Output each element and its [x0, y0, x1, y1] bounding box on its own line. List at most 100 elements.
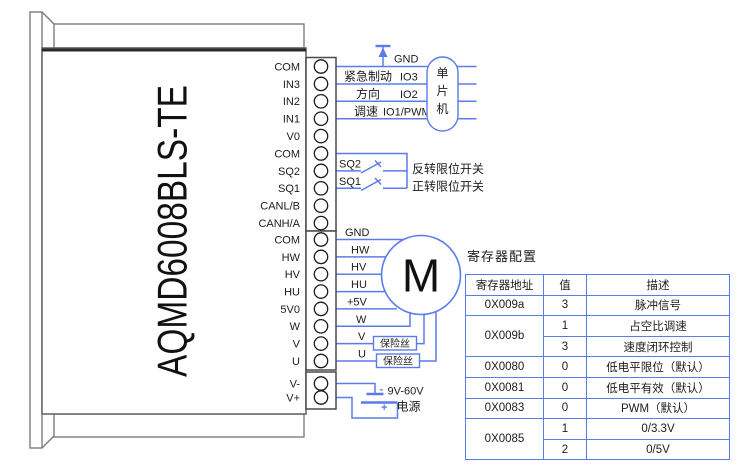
- wire-phase-u: [336, 311, 437, 362]
- hall-gnd-label: GND: [345, 227, 370, 239]
- terminal-labels: COM IN3 IN2 IN1 V0 COM SQ2 SQ1 CANL/B CA…: [258, 61, 300, 404]
- io3-label: IO3: [400, 72, 418, 84]
- terminal-label: COM: [274, 148, 300, 160]
- limit-switch-wiring: SQ2 SQ1 反转限位开关 正转限位开关: [336, 152, 484, 194]
- register-value-cell: 2: [543, 438, 587, 461]
- register-config-panel: 寄存器配置 寄存器地址 值 描述 0X009a 3 脉冲信号 0X009b 1 …: [465, 246, 730, 461]
- io2-label: IO2: [400, 89, 418, 101]
- terminal-screw: [313, 318, 329, 334]
- register-address-cell: 0X009b: [465, 315, 544, 358]
- terminal-label: HW: [282, 252, 301, 264]
- terminal-label: CANH/A: [258, 218, 300, 230]
- terminal-screw: [313, 232, 329, 247]
- flange-bottom: [53, 413, 305, 438]
- register-value-cell: 1: [543, 418, 587, 440]
- register-desc-cell: 0/5V: [586, 438, 730, 461]
- terminal-label: HV: [285, 269, 301, 281]
- register-table: 寄存器地址 值 描述 0X009a 3 脉冲信号 0X009b 1 占空比调速 …: [465, 274, 730, 461]
- terminal-screw: [313, 76, 329, 92]
- register-desc-cell: 速度闭环控制: [586, 335, 730, 358]
- reverse-limit-switch-label: 反转限位开关: [412, 161, 484, 176]
- power-voltage-label: 9V-60V: [388, 386, 425, 398]
- mcu-char-3: 机: [436, 102, 448, 116]
- mcu-char-2: 片: [436, 84, 448, 98]
- motor-wiring: M GND HW HV HU +5V W V U 保险丝 保险丝: [336, 227, 462, 369]
- register-value-cell: 0: [543, 356, 587, 378]
- power-wiring: - + 9V-60V 电源: [336, 382, 425, 419]
- device-model-label: AQMD6008BLS-TE: [149, 85, 196, 377]
- table-row: 2 0/5V: [466, 438, 730, 461]
- table-row: 0X0085 1 0/3.3V: [465, 418, 730, 461]
- terminal-screw: [313, 336, 329, 351]
- io1-pwm-label: IO1/PWM: [383, 107, 431, 119]
- table-row: 0X009a 3 脉冲信号: [465, 294, 730, 317]
- fuse-v-label: 保险丝: [380, 337, 410, 350]
- terminal-screw: [313, 301, 329, 317]
- wire-phase-w: [336, 312, 411, 328]
- terminal-label: SQ1: [278, 183, 300, 195]
- fuse-u-label: 保险丝: [383, 355, 413, 368]
- terminal-label: 5V0: [280, 304, 300, 316]
- signal-label-speed: 调速: [354, 105, 378, 119]
- mcu-char-1: 单: [436, 66, 448, 80]
- ground-symbol: [375, 44, 391, 67]
- hall-hw-label: HW: [351, 244, 370, 256]
- register-address-cell: 0X0085: [465, 418, 544, 461]
- register-value-cell: 0: [543, 397, 587, 420]
- phase-u-label: U: [358, 349, 366, 361]
- chamfer-bottom: [41, 435, 55, 449]
- fuse-box-u: [375, 353, 421, 369]
- signal-label-brake: 紧急制动: [344, 69, 392, 84]
- terminal-label: V: [293, 339, 301, 351]
- register-value-cell: 3: [543, 294, 587, 317]
- terminal-screw: [313, 128, 329, 144]
- register-address-cell: 0X0080: [465, 356, 544, 378]
- register-value-cell: 1: [543, 315, 587, 337]
- board-body: [41, 47, 307, 415]
- terminal-label: W: [290, 321, 301, 333]
- table-header-row: 寄存器地址 值 描述: [465, 274, 730, 296]
- terminal-label: HU: [284, 287, 300, 299]
- sq1-wire-label: SQ1: [339, 176, 361, 188]
- terminal-label: CANL/B: [260, 201, 300, 213]
- terminal-screw: [313, 266, 329, 282]
- terminal-screw: [313, 284, 329, 299]
- sq1-switch-tick: [374, 177, 382, 186]
- sq2-wire-label: SQ2: [339, 159, 361, 171]
- table-row: 3 速度闭环控制: [466, 335, 730, 358]
- table-row: 0X0080 0 低电平限位（默认）: [465, 356, 730, 378]
- terminal-label: COM: [274, 61, 300, 73]
- register-address-cell: 0X009a: [465, 294, 544, 317]
- signal-label-direction: 方向: [356, 86, 380, 101]
- mcu-wiring: GND 紧急制动 IO3 方向 IO2 调速 IO1/PWM 单 片 机: [336, 44, 477, 132]
- register-desc-cell: 0/3.3V: [586, 418, 730, 440]
- terminal-label: COM: [274, 234, 300, 246]
- motor-symbol: M: [402, 250, 440, 302]
- chamfer-top: [41, 11, 55, 25]
- wire-phase-v: [336, 314, 425, 345]
- header-address: 寄存器地址: [465, 274, 544, 296]
- plus-sign: +: [381, 402, 387, 414]
- terminal-screw: [313, 376, 329, 391]
- fuse-box-v: [372, 335, 418, 351]
- terminal-screw: [313, 198, 329, 214]
- register-desc-cell: 脉冲信号: [586, 294, 730, 317]
- wire-v-plus: [336, 396, 399, 419]
- terminal-screw: [313, 93, 329, 109]
- terminal-blocks: [305, 56, 337, 410]
- terminal-screw: [313, 146, 329, 161]
- terminal-screw: [313, 353, 329, 369]
- terminal-label: IN2: [283, 96, 300, 108]
- header-description: 描述: [586, 274, 730, 296]
- terminal-screw: [313, 390, 329, 405]
- motor-circle: [380, 234, 462, 316]
- register-desc-cell: 占空比调速: [586, 315, 730, 337]
- terminal-label: V-: [290, 378, 301, 390]
- phase-v-label: V: [358, 331, 366, 343]
- forward-limit-switch-label: 正转限位开关: [412, 179, 484, 194]
- power-label: 电源: [397, 400, 421, 414]
- heatsink-plate: [29, 11, 43, 449]
- table-row: 0X009b 1 占空比调速: [465, 315, 730, 358]
- register-address-cell: 0X0083: [465, 397, 544, 420]
